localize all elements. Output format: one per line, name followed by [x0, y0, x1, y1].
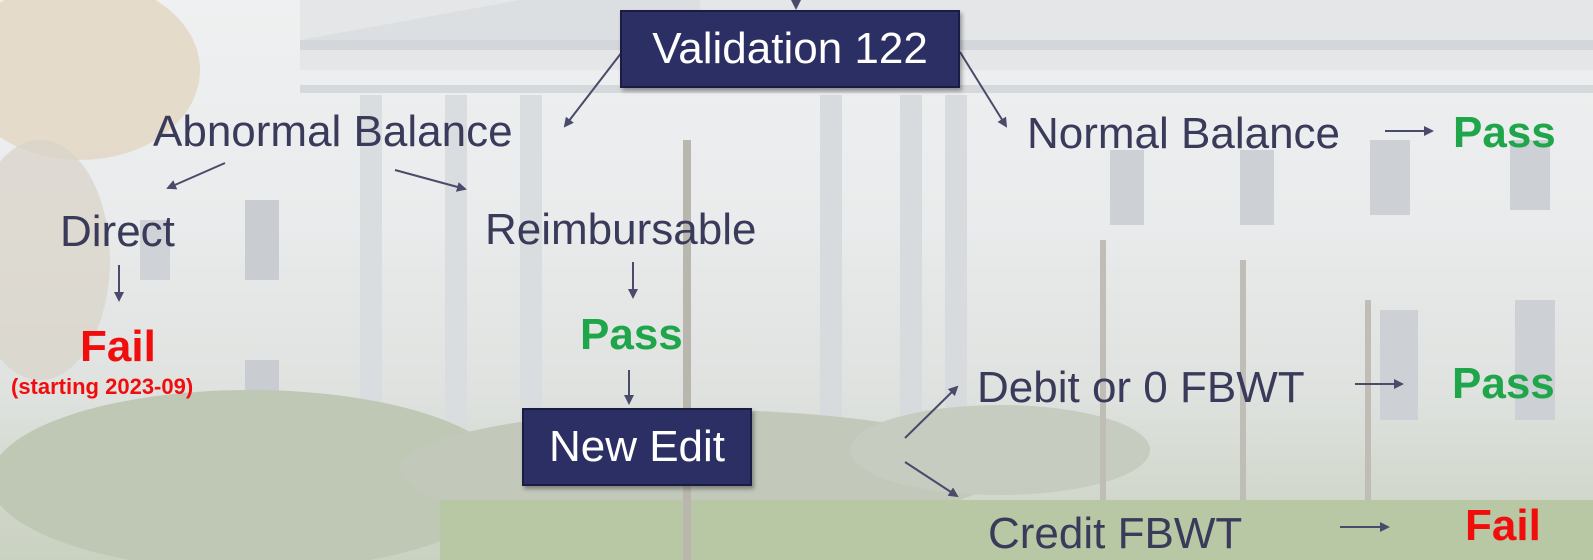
normal-pass-result: Pass [1453, 108, 1556, 157]
reimbursable-pass-result: Pass [580, 310, 683, 359]
arrow-new-edit-to-debit [904, 385, 959, 439]
arrow-abnormal-to-reimbursable [394, 169, 467, 192]
debit-fbwt-node: Debit or 0 FBWT [977, 363, 1305, 412]
credit-fail-result: Fail [1465, 501, 1541, 550]
new-edit-label: New Edit [548, 422, 726, 471]
arrow-root-to-normal [959, 51, 1008, 128]
direct-fail-note: (starting 2023-09) [11, 374, 194, 399]
validation-122-label: Validation 122 [652, 24, 928, 73]
normal-balance-node: Normal Balance [1027, 109, 1341, 158]
abnormal-balance-node: Abnormal Balance [153, 107, 513, 156]
direct-node: Direct [60, 207, 175, 256]
arrow-abnormal-to-direct [166, 162, 226, 190]
credit-fbwt-node: Credit FBWT [988, 509, 1243, 558]
direct-fail-result: Fail [80, 322, 156, 371]
debit-pass-result: Pass [1452, 359, 1555, 408]
new-edit-box: New Edit [522, 408, 752, 486]
arrow-root-to-abnormal [563, 51, 623, 128]
arrow-new-edit-to-credit [904, 461, 959, 498]
reimbursable-node: Reimbursable [485, 205, 757, 254]
validation-122-box: Validation 122 [620, 10, 960, 88]
